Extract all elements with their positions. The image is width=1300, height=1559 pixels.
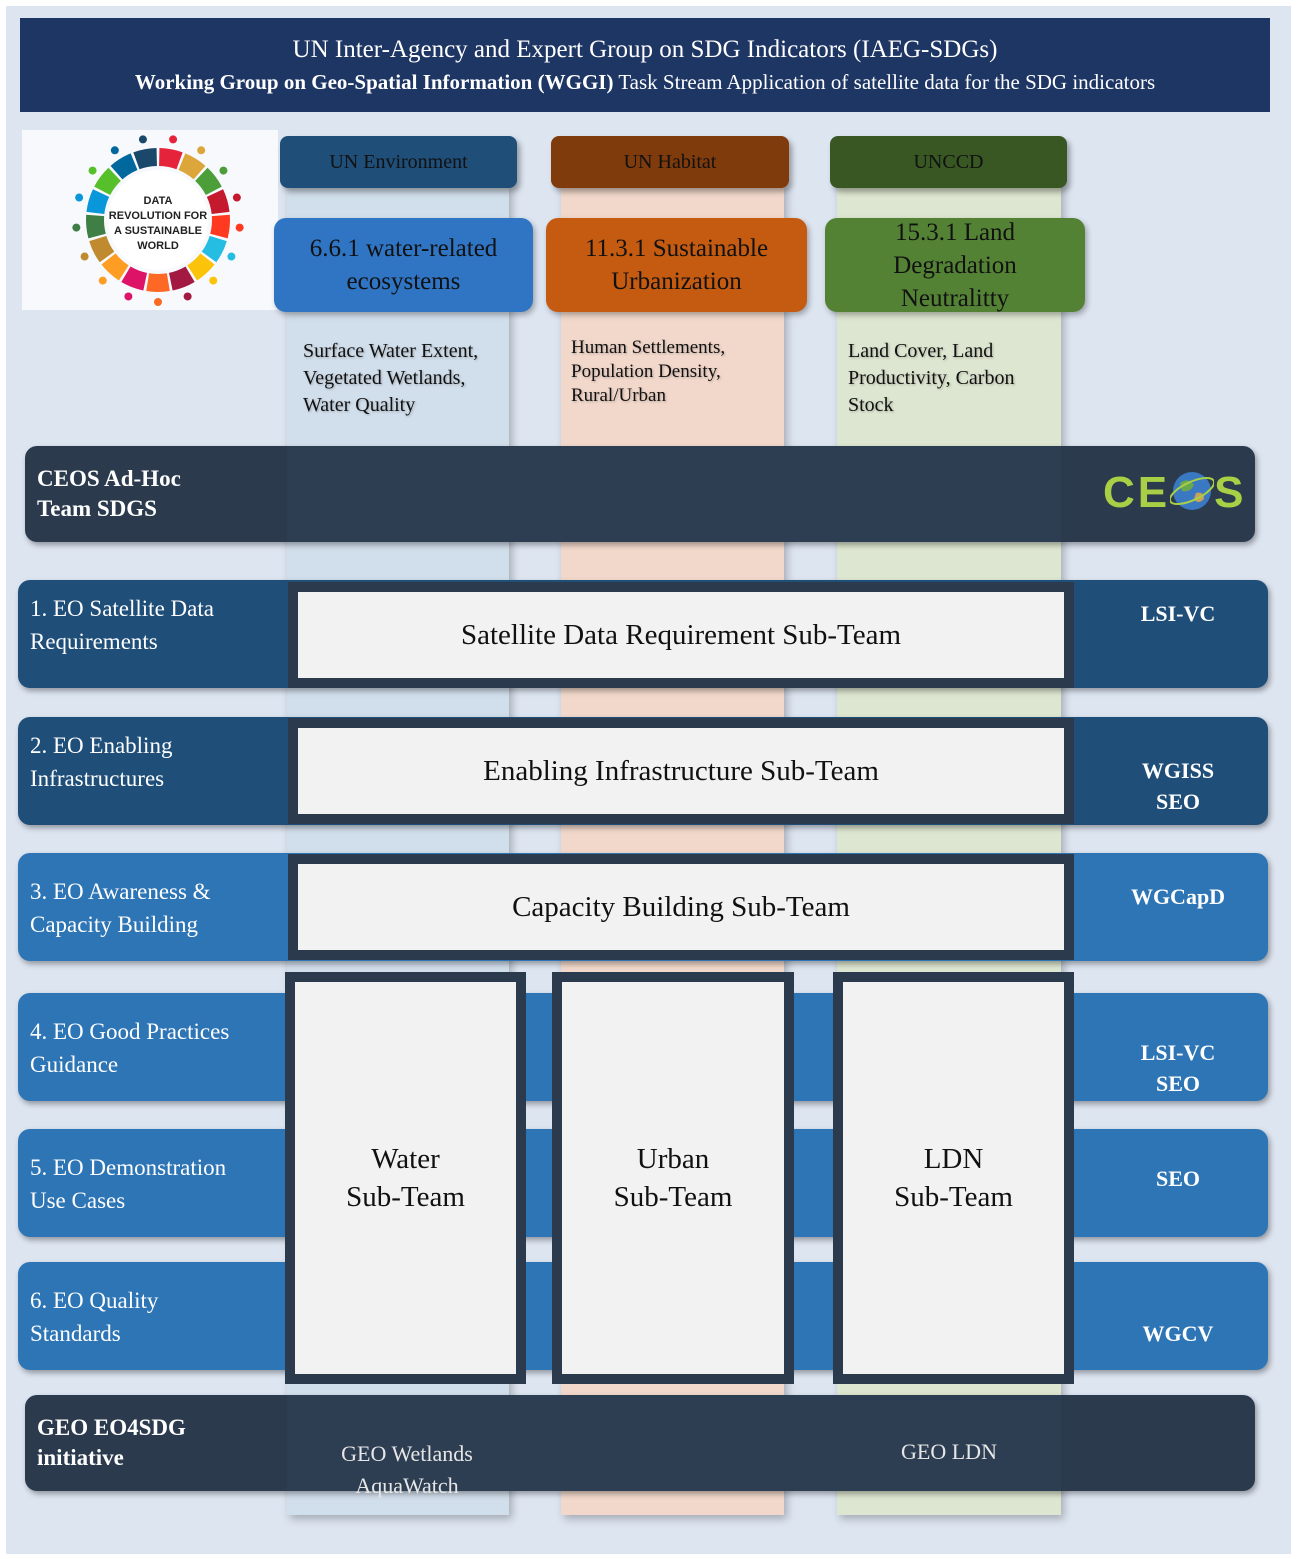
sdg-goal-icon: [138, 135, 147, 144]
globe-icon: [1169, 472, 1216, 510]
sdg-ring-segment: [133, 148, 157, 170]
indicators-water: Surface Water Extent,Vegetated Wetlands,…: [303, 340, 479, 416]
sdg-goal-icon: [169, 135, 178, 144]
sdg-goal-icon: [197, 146, 206, 155]
sdg-ring-segment: [94, 167, 121, 195]
diagram-header: UN Inter-Agency and Expert Group on SDG …: [20, 18, 1270, 112]
ceos-column-overlay: [287, 446, 1061, 542]
header-subtitle-rest: Task Stream Application of satellite dat…: [613, 70, 1156, 94]
sdg-goal-icon: [183, 292, 192, 301]
header-subtitle: Working Group on Geo-Spatial Information…: [20, 70, 1270, 95]
indicators-urban: Human Settlements,Population Density,Rur…: [571, 337, 726, 406]
geo-column-overlay: [287, 1395, 1061, 1491]
header-title: UN Inter-Agency and Expert Group on SDG …: [292, 36, 998, 63]
sdg-ring-segment: [86, 189, 110, 214]
sdg-goal-icon: [154, 298, 162, 306]
logo-line-3: A SUSTAINABLE: [114, 225, 202, 237]
sdg-ring-segment: [110, 153, 138, 180]
sdg-goal-icon: [219, 166, 228, 175]
geo-ldn: GEO LDN: [901, 1439, 997, 1464]
row-3-label: 3. EO Awareness &Capacity Building: [30, 879, 211, 937]
sdg-ring-segment: [89, 235, 115, 263]
sdg-ring-segment: [146, 273, 170, 292]
sdg-wheel-icon: DATA REVOLUTION FOR A SUSTAINABLE WORLD: [72, 135, 244, 306]
sdg-goal-icon: [227, 252, 236, 261]
sdg-goal-icon: [88, 166, 97, 175]
logo-line-2: REVOLUTION FOR: [109, 210, 207, 222]
sdg-goal-icon: [235, 223, 244, 232]
agency-un-habitat: UN Habitat: [551, 136, 789, 188]
sdg-ring-segment: [195, 167, 222, 195]
sdg-goal-icon: [232, 193, 241, 202]
header-subtitle-bold: Working Group on Geo-Spatial Information…: [134, 70, 614, 94]
sdg-goal-icon: [75, 193, 84, 202]
sdg-ring-segment: [187, 253, 215, 281]
sdg-goal-icon: [124, 292, 133, 301]
row-6-group: WGCV: [1142, 1321, 1214, 1346]
capacity-building-subteam: Capacity Building Sub-Team: [288, 854, 1074, 960]
satellite-data-subteam: Satellite Data Requirement Sub-Team: [288, 582, 1074, 688]
sdg-ring-segment: [86, 214, 106, 239]
sdg-ring-segment: [178, 153, 206, 180]
logo-line-1: DATA: [144, 195, 173, 207]
enabling-infrastructure-subteam: Enabling Infrastructure Sub-Team: [288, 718, 1074, 824]
sdg-ring-segment: [159, 148, 183, 170]
sdg-goal-icon: [72, 223, 81, 232]
row-5-group: SEO: [1155, 1166, 1201, 1191]
sdg-ring-segment: [201, 235, 227, 263]
agency-unccd: UNCCD: [830, 136, 1067, 188]
row-1-group: LSI-VC: [1140, 601, 1216, 626]
sdg-ring-segment: [210, 214, 230, 239]
sdg-goal-icon: [80, 252, 89, 261]
logo-line-4: WORLD: [137, 240, 179, 252]
agency-un-environment: UN Environment: [280, 136, 517, 188]
row-3-group: WGCapD: [1130, 884, 1226, 909]
sdg-goal-icon: [110, 146, 119, 155]
sdg-ring-segment: [101, 253, 129, 281]
sdg-ring-segment: [206, 189, 230, 214]
sdg-goal-icon: [209, 276, 218, 285]
sdg-goal-icon: [98, 276, 107, 285]
sdg-ring-segment: [168, 266, 195, 291]
sdg-ring-segment: [121, 266, 148, 291]
sdg-data-revolution-logo: DATA REVOLUTION FOR A SUSTAINABLE WORLD: [22, 130, 278, 310]
